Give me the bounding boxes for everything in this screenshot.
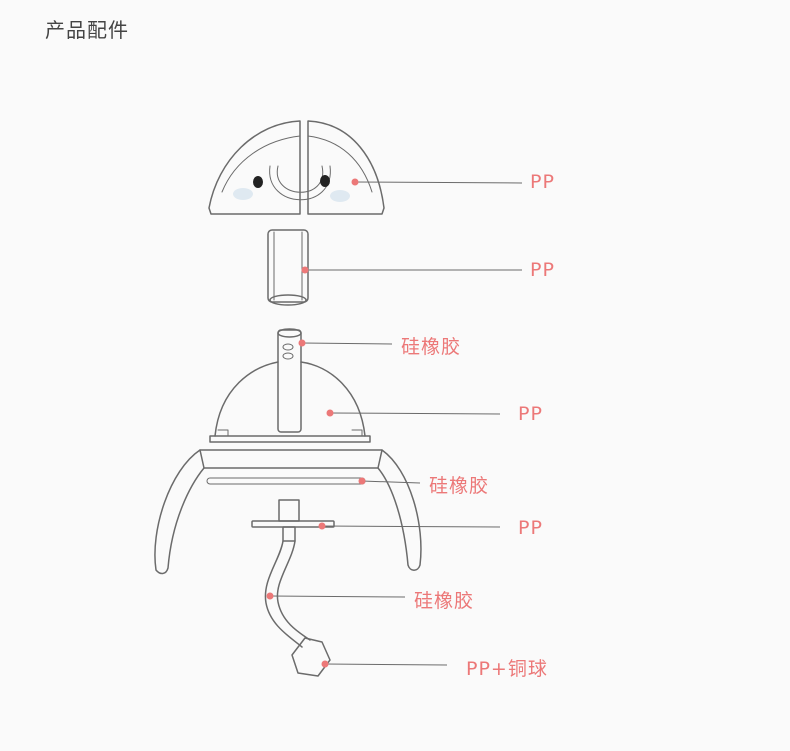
page-title: 产品配件 bbox=[45, 18, 129, 42]
callout-dome-material: PP bbox=[518, 403, 543, 425]
callout-tube-material: 硅橡胶 bbox=[414, 590, 475, 612]
silicone-tube-part bbox=[264, 540, 311, 648]
callout-seal-material: 硅橡胶 bbox=[429, 475, 490, 497]
weighted-ball-part bbox=[291, 637, 331, 677]
cap-part bbox=[208, 120, 385, 215]
dome-part bbox=[209, 361, 371, 443]
handle-ring-part bbox=[154, 449, 422, 575]
callout-ball-material: PP+铜球 bbox=[466, 658, 548, 680]
straw-nipple-part bbox=[277, 328, 302, 433]
callout-straw-base-material: PP bbox=[518, 517, 543, 539]
sleeve-part bbox=[267, 229, 309, 306]
straw-base-part bbox=[251, 499, 335, 542]
anchor-dots bbox=[266, 178, 366, 668]
callout-sleeve-material: PP bbox=[530, 259, 555, 281]
leader-lines bbox=[269, 181, 523, 666]
left-eye-icon bbox=[253, 176, 263, 188]
right-eye-icon bbox=[320, 175, 330, 187]
callout-cap-material: PP bbox=[530, 171, 555, 193]
callout-nipple-material: 硅橡胶 bbox=[401, 336, 462, 358]
